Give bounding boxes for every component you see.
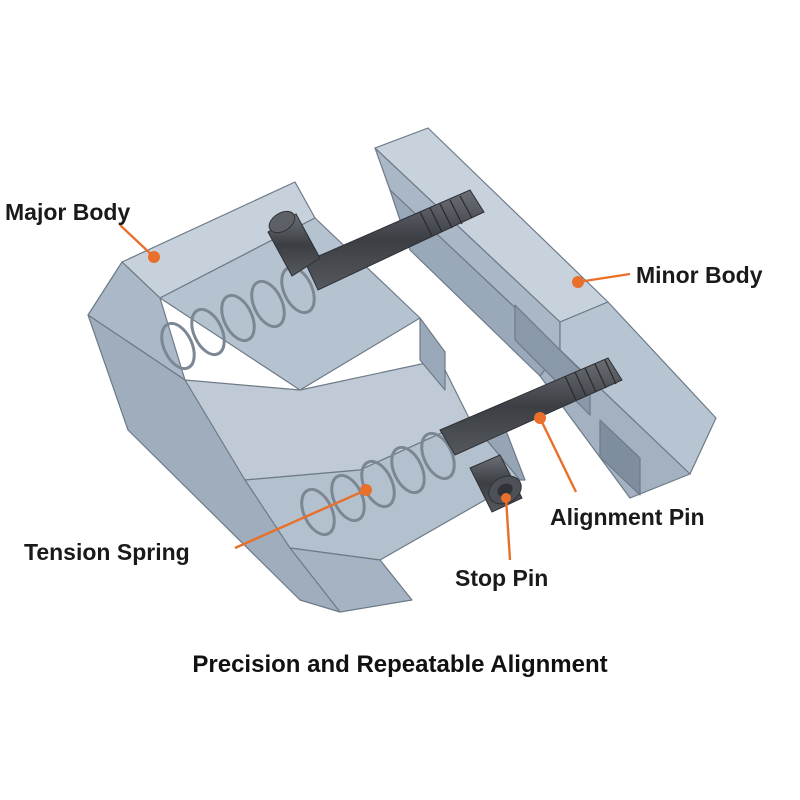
label-alignment-pin: Alignment Pin	[550, 504, 705, 530]
callout-dots	[148, 251, 584, 503]
callout-lines	[119, 224, 631, 561]
label-major-body: Major Body	[5, 199, 130, 225]
diagram-caption: Precision and Repeatable Alignment	[192, 651, 607, 678]
label-stop-pin: Stop Pin	[455, 565, 548, 591]
upper-alignment-pin	[267, 189, 485, 291]
label-tension-spring: Tension Spring	[24, 539, 190, 565]
label-minor-body: Minor Body	[636, 262, 763, 288]
